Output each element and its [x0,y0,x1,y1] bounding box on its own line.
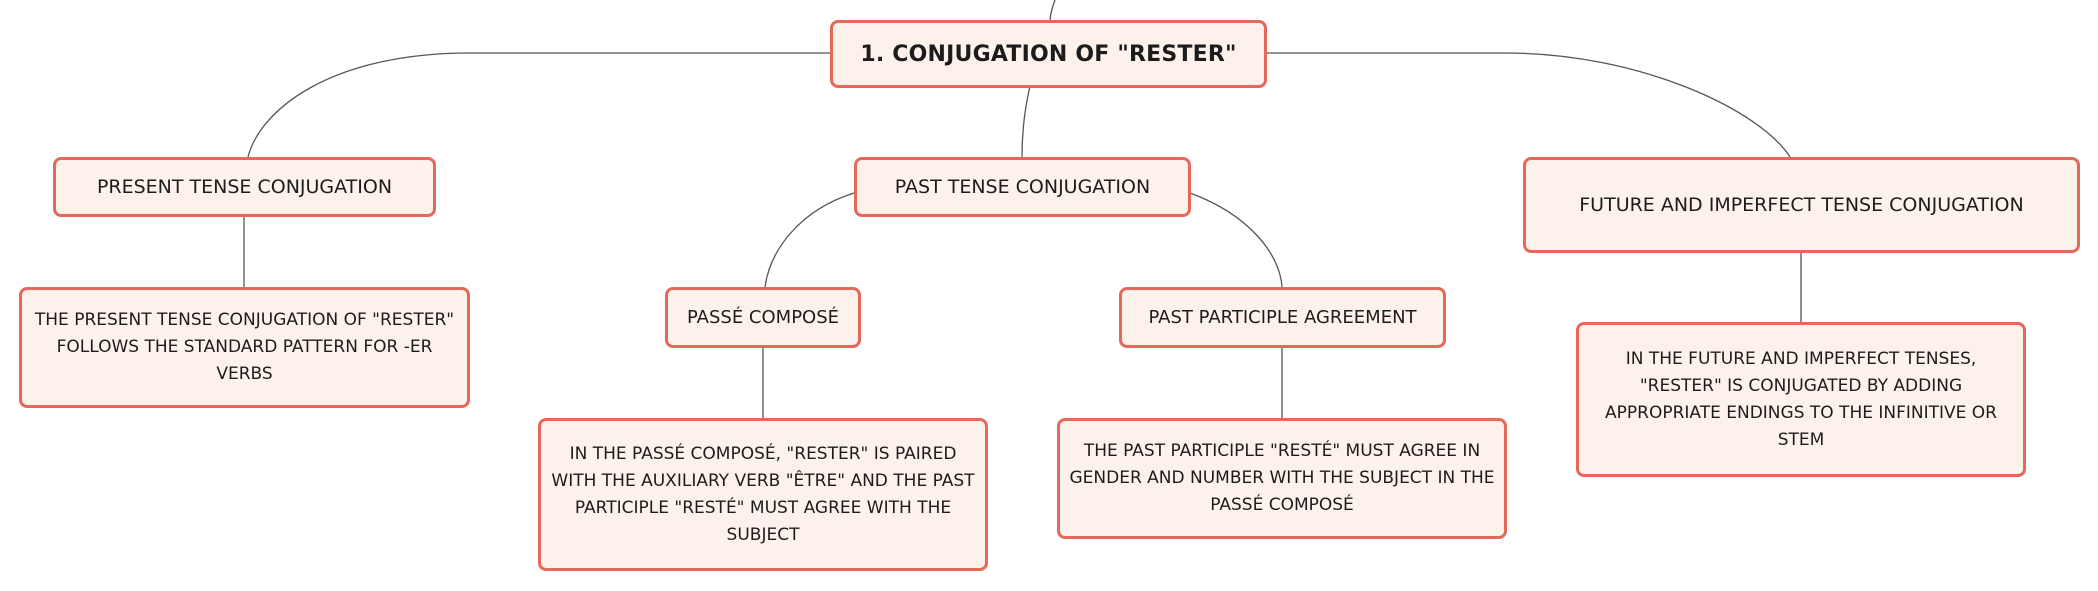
future-detail-node[interactable]: In the future and imperfect tenses, "res… [1576,322,2026,477]
agreement-detail-node[interactable]: The past participle "resté" must agree i… [1057,418,1507,539]
root-node[interactable]: 1. Conjugation of "rester" [830,20,1267,88]
future-imperfect-node[interactable]: Future and Imperfect Tense Conjugation [1523,157,2080,253]
past-participle-agreement-node[interactable]: Past Participle Agreement [1119,287,1446,348]
agreement-detail-text: The past participle "resté" must agree i… [1069,441,1495,515]
passe-compose-node[interactable]: Passé Composé [665,287,861,348]
present-detail-node[interactable]: The present tense conjugation of "rester… [19,287,470,408]
past-tense-node[interactable]: Past Tense Conjugation [854,157,1191,217]
connector-root-past [1021,85,1031,158]
present-tense-label: Present Tense Conjugation [96,176,393,198]
connector-past-agreement [1189,192,1283,288]
past-participle-agreement-label: Past Participle Agreement [1148,307,1417,328]
past-tense-label: Past Tense Conjugation [894,176,1151,198]
present-tense-node[interactable]: Present Tense Conjugation [53,157,436,217]
connector-parent-root [1049,0,1056,21]
passe-compose-detail-text: In the passé composé, "rester" is paired… [551,443,975,545]
connector-past-passecompose [764,192,855,288]
root-node-label: 1. Conjugation of "rester" [860,41,1237,67]
passe-compose-label: Passé Composé [686,307,840,328]
future-detail-text: In the future and imperfect tenses, "res… [1605,348,1997,450]
connector-root-present [247,52,830,158]
future-imperfect-label: Future and Imperfect Tense Conjugation [1579,194,2024,216]
present-detail-text: The present tense conjugation of "rester… [34,310,455,384]
passe-compose-detail-node[interactable]: In the passé composé, "rester" is paired… [538,418,988,571]
connector-root-future [1265,52,1791,158]
